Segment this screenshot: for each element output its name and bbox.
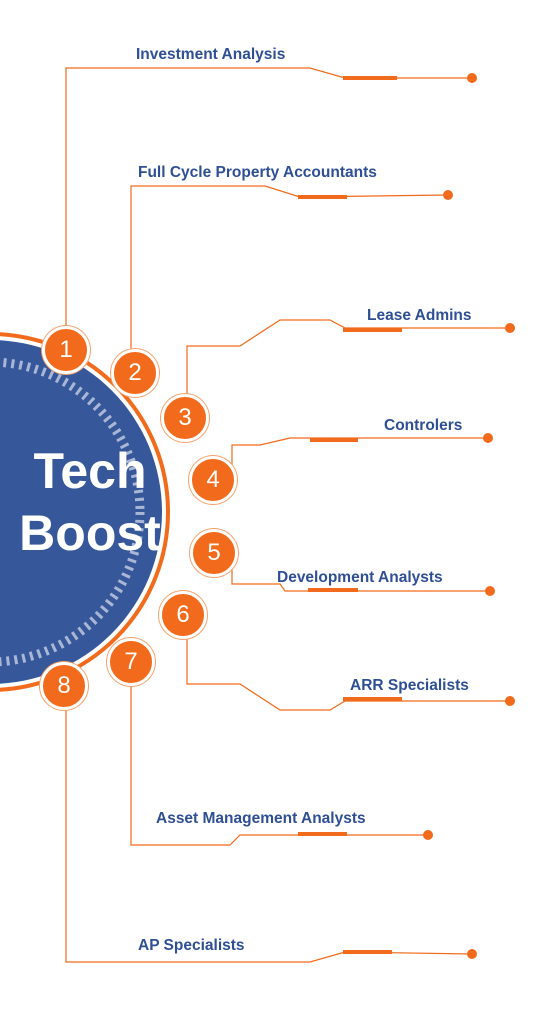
endpoint-dot-3 [505,323,515,333]
hub-outer-ring [0,332,170,692]
hub-circle [0,340,162,684]
node-label-6: ARR Specialists [350,677,469,694]
node-badge-6: 6 [159,591,207,639]
node-label-7: Asset Management Analysts [156,810,366,827]
endpoint-dot-7 [423,830,433,840]
endpoint-dot-4 [483,433,493,443]
connector-3 [186,319,510,414]
node-label-3: Lease Admins [367,307,472,324]
hub-title: Tech Boost [0,440,180,564]
node-label-2: Full Cycle Property Accountants [138,164,377,181]
connector-6 [186,617,510,711]
accent-bars [298,76,402,954]
node-badge-7: 7 [107,638,155,686]
endpoint-dot-1 [467,73,477,83]
connector-4 [231,437,488,480]
hub-dashed-ring [0,357,145,667]
node-label-1: Investment Analysis [136,46,286,63]
connector-2 [130,185,449,370]
node-label-4: Controlers [384,417,463,434]
endpoint-dot-2 [443,190,453,200]
node-label-5: Development Analysts [277,569,443,586]
node-badge-8: 8 [40,662,88,710]
endpoint-dot-5 [485,586,495,596]
node-badge-1: 1 [42,326,90,374]
endpoint-dots [423,73,515,959]
endpoint-dot-8 [467,949,477,959]
node-badge-4: 4 [189,456,237,504]
hub-title-line1: Tech [33,443,147,499]
node-label-8: AP Specialists [138,937,245,954]
hub-title-line2: Boost [19,505,161,561]
endpoint-dot-6 [505,696,515,706]
node-badge-2: 2 [111,349,159,397]
node-badge-3: 3 [161,394,209,442]
node-badge-5: 5 [190,529,238,577]
